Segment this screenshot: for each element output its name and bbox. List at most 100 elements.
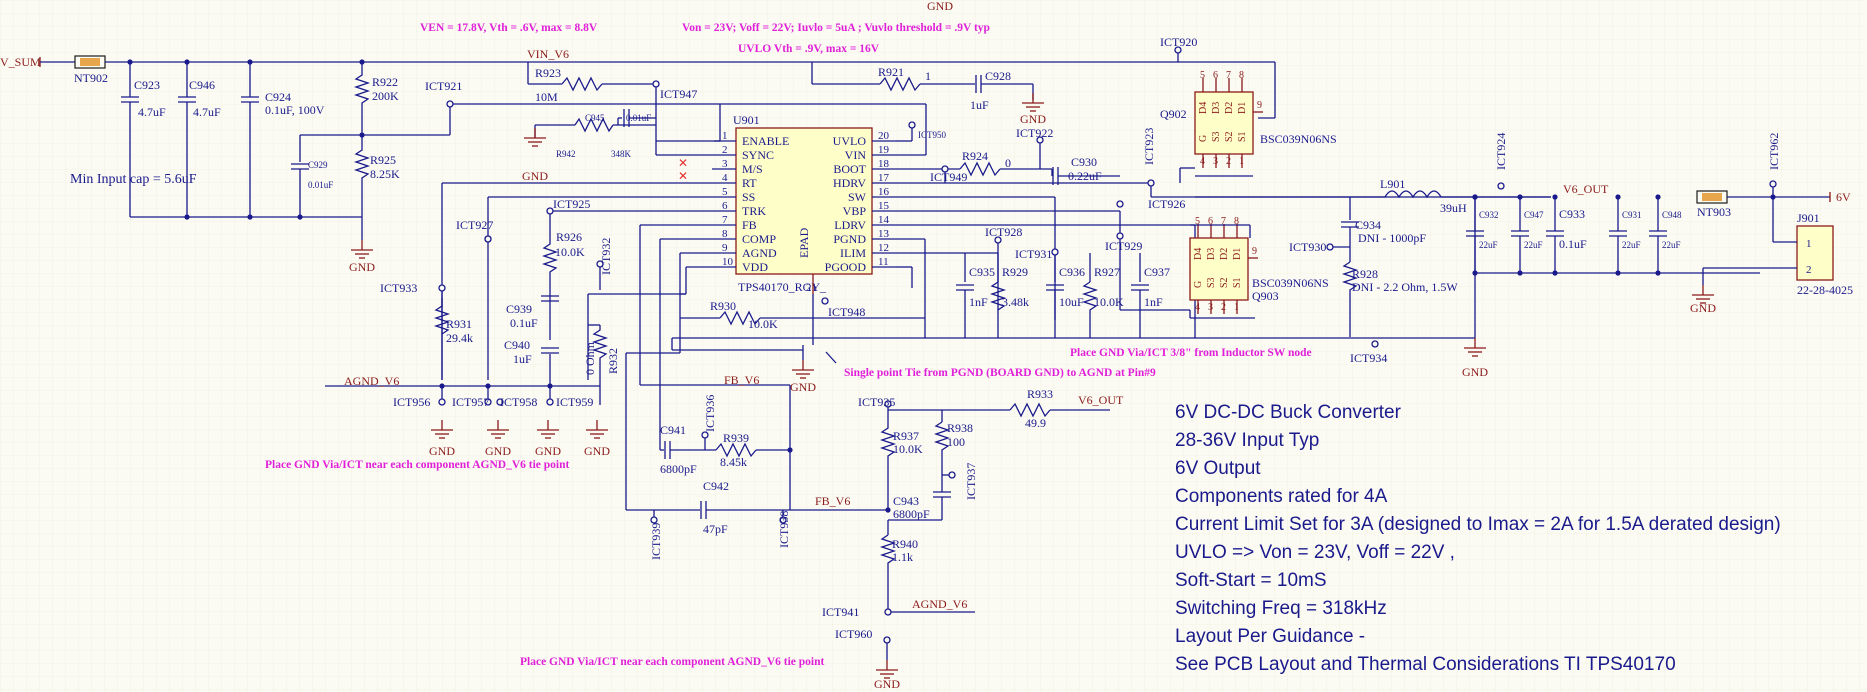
ict928-label: ICT928 [985, 225, 1022, 239]
ict937-label: ICT937 [964, 463, 978, 500]
c928-val: 1uF [970, 98, 989, 112]
c942-val: 47pF [703, 522, 728, 536]
c932-node-top [1472, 194, 1478, 200]
c934-val: DNI - 1000pF [1358, 231, 1426, 245]
net-agnd-v6-a: AGND_V6 [344, 374, 399, 388]
c946-ref: C946 [189, 78, 215, 92]
c947-val: 22uF [1524, 240, 1543, 250]
mosfet-bottom-pin-3: 3 [1208, 302, 1213, 313]
ic-pin-num-19: 19 [878, 144, 890, 156]
ic-pin-name-fb: FB [742, 218, 757, 232]
mosfet-top-pin-7: 7 [1221, 216, 1226, 227]
ict938-label: ICT938 [777, 511, 791, 548]
ic-pin-num-14: 14 [878, 214, 890, 226]
ict950-label: ICT950 [918, 130, 946, 140]
c939-val: 0.1uF [510, 316, 538, 330]
mosfet-bottom-pin-3: 3 [1213, 156, 1218, 167]
net-v6-out-a: V6_OUT [1563, 182, 1609, 196]
note-min-input-cap: Min Input cap = 5.6uF [70, 172, 197, 187]
ic-pin-num-7: 7 [722, 214, 728, 226]
description-line-10: See PCB Layout and Thermal Consideration… [1175, 654, 1676, 675]
mosfet-top-pin-5: 5 [1195, 216, 1200, 227]
net-v6-out-b: V6_OUT [1078, 393, 1124, 407]
r937-ref: R937 [893, 429, 919, 443]
ic-pin-name-trk: TRK [742, 204, 766, 218]
ic-pin-name-ms: M/S [742, 162, 763, 176]
c923-val: 4.7uF [138, 105, 166, 119]
ic-pin-num-17: 17 [878, 172, 890, 184]
ic-pin-num-12: 12 [878, 242, 889, 254]
r933-ref: R933 [1027, 387, 1053, 401]
ict934-label: ICT934 [1350, 351, 1387, 365]
ic-pin-num-11: 11 [878, 256, 889, 268]
ict949-label: ICT949 [930, 170, 967, 184]
c941-ref: C941 [660, 423, 686, 437]
r931-val: 29.4k [446, 331, 473, 345]
ic-pin-num-9: 9 [722, 242, 728, 254]
net-vin-v6: VIN_V6 [527, 47, 569, 61]
ict931-label: ICT931 [1015, 247, 1052, 261]
ict920-label: ICT920 [1160, 35, 1197, 49]
ict927-label: ICT927 [456, 218, 493, 232]
resistor-r925: R925 8.25K [353, 135, 400, 240]
ic-pin-num-1: 1 [722, 130, 728, 142]
description-line-3: 6V Output [1175, 458, 1261, 479]
ic-pin-num-5: 5 [722, 186, 728, 198]
gnd-1: GND [429, 444, 455, 458]
ic-u901: U901 TPS40170_RGY_ EPAD 21 [733, 113, 873, 294]
r926-val: 10.0K [555, 245, 585, 259]
r939-val: 8.45k [720, 455, 747, 469]
ic-epad: EPAD [797, 227, 811, 258]
description-line-7: Soft-Start = 10mS [1175, 570, 1327, 591]
c937-ref: C937 [1144, 265, 1170, 279]
q903-part: BSC039N06NS [1252, 276, 1329, 290]
mosfet-label-s3: S3 [1206, 277, 1217, 288]
c933-val: 0.1uF [1559, 237, 1587, 251]
note-uvlo: UVLO Vth = .9V, max = 16V [738, 43, 880, 55]
r937-val: 10.0K [893, 442, 923, 456]
r940-ref: R940 [892, 537, 918, 551]
c933-ref: C933 [1559, 207, 1585, 221]
ict924-label: ICT924 [1494, 133, 1508, 170]
c937-val: 1nF [1144, 295, 1163, 309]
description-line-9: Layout Per Guidance - [1175, 626, 1365, 647]
c931-node-top [1615, 194, 1621, 200]
ict921-label: ICT921 [425, 79, 462, 93]
ict956-label: ICT956 [393, 395, 430, 409]
r924-val: 0 [1005, 156, 1011, 170]
note-von: Von = 23V; Voff = 22V; Iuvlo = 5uA ; Vuv… [682, 22, 990, 34]
ic-pin-name-pgnd: PGND [833, 232, 866, 246]
mosfet-label-s3: S3 [1211, 131, 1222, 142]
gnd-j901: GND [1690, 301, 1716, 315]
ic-pin-name-ilim: ILIM [840, 246, 866, 260]
note-ven: VEN = 17.8V, Vth = .6V, max = 8.8V [420, 22, 598, 34]
resistor-r922: R922 200K [353, 62, 399, 135]
mosfet-label-d4: D4 [1193, 248, 1204, 260]
ict926-label: ICT926 [1148, 197, 1185, 211]
mosfet-label-s1: S1 [1237, 131, 1248, 142]
ic-ref: U901 [733, 113, 760, 127]
j901-part: 22-28-4025 [1797, 283, 1853, 297]
r927-body [1081, 281, 1099, 338]
r929-val: 3.48k [1002, 295, 1029, 309]
ict936-label: ICT936 [703, 395, 717, 432]
ic-pin-name-comp: COMP [742, 232, 776, 246]
r942-ref: R942 [556, 149, 576, 159]
ic-pin-num-15: 15 [878, 200, 890, 212]
mosfet-label-d2: D2 [1219, 248, 1230, 260]
c947-ref: C947 [1524, 210, 1544, 220]
note-gnd-via-inductor: Place GND Via/ICT 3/8" from Inductor SW … [1070, 347, 1312, 359]
ict948-label: ICT948 [828, 305, 865, 319]
ict925-label: ICT925 [553, 197, 590, 211]
mosfet-top-pin-7: 7 [1226, 70, 1231, 81]
ic-pin-num-13: 13 [878, 228, 890, 240]
r925-val: 8.25K [370, 167, 400, 181]
gnd-2: GND [485, 444, 511, 458]
ic-pin-name-vin: VIN [845, 148, 867, 162]
c929-ref: C929 [308, 160, 328, 170]
r931-ref: R931 [446, 317, 472, 331]
q902-part: BSC039N06NS [1260, 132, 1337, 146]
mosfet-top-pin-5: 5 [1200, 70, 1205, 81]
r932-val: 0 Ohm [583, 341, 597, 375]
mosfet-label-d3: D3 [1206, 248, 1217, 260]
